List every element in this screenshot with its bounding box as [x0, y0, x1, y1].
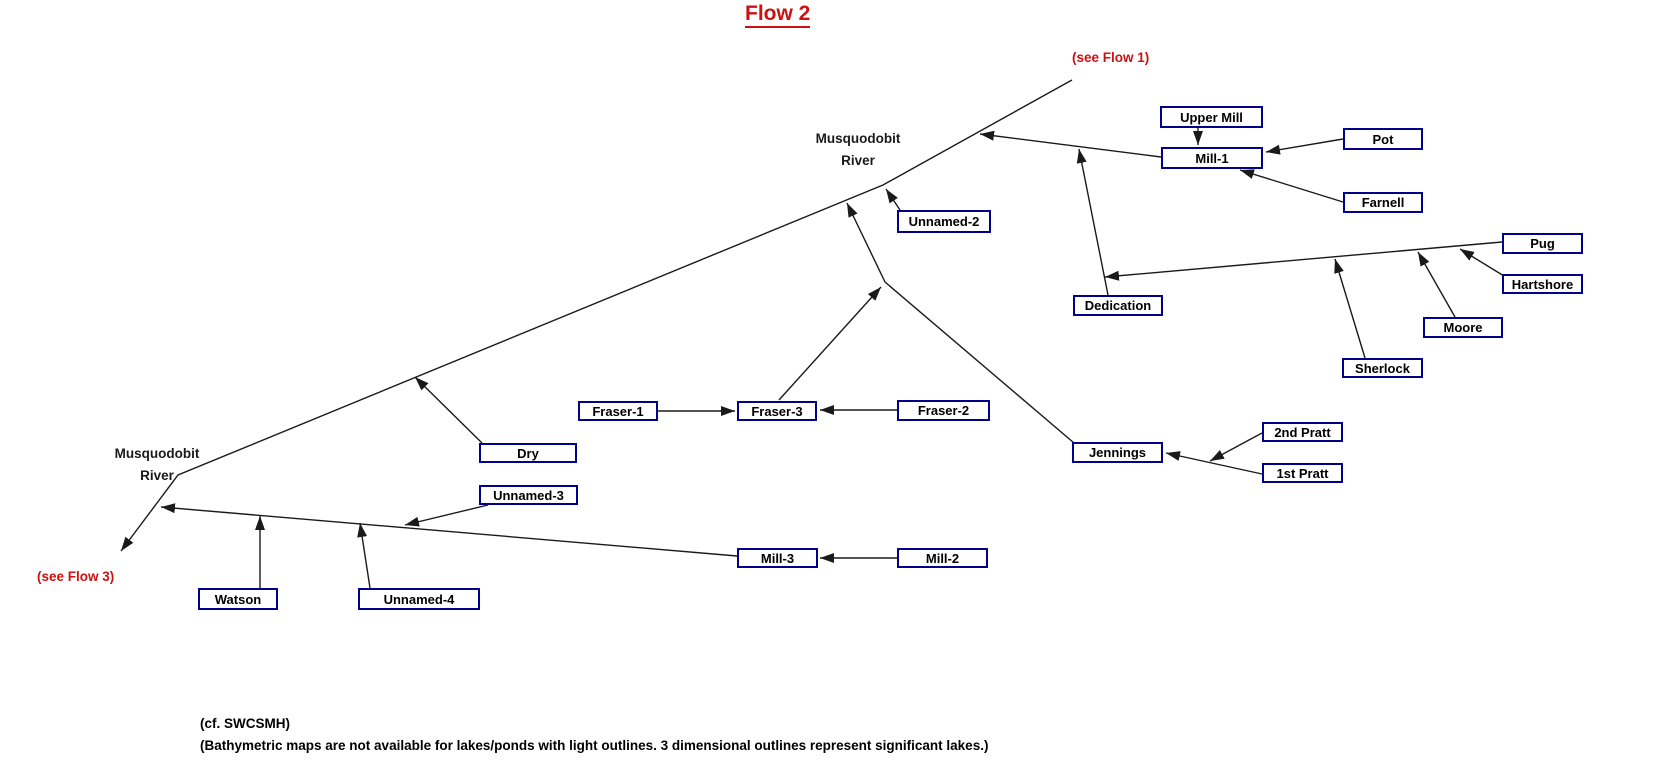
node-mill-3: Mill-3 [737, 548, 818, 568]
node-label: Unnamed-3 [493, 487, 564, 503]
edge-1st-pratt-to-jennings [1165, 451, 1263, 475]
node-moore: Moore [1423, 317, 1503, 338]
node-dedication: Dedication [1073, 295, 1163, 316]
node-label: Mill-2 [925, 550, 960, 566]
node-watson: Watson [198, 588, 278, 610]
node-pot: Pot [1343, 128, 1423, 150]
edge-pot-to-mill1 [1265, 138, 1344, 155]
node-fraser-2: Fraser-2 [897, 400, 990, 421]
edge-dry-to-river [414, 376, 483, 444]
node-label: Unnamed-4 [383, 591, 455, 607]
edge-sherlock-to-pug-chain [1334, 258, 1366, 359]
edge-hartshore-to-pug-chain [1459, 248, 1505, 277]
edge-farnell-to-mill1 [1239, 169, 1344, 203]
edge-lower-stream-to-river [160, 503, 738, 557]
edge-mill1-to-river [979, 130, 1162, 158]
node-label: 1st Pratt [1276, 465, 1329, 481]
node-label: Fraser-2 [917, 403, 970, 418]
node-label: Dry [517, 445, 539, 461]
node-label: Moore [1443, 320, 1483, 335]
node-label: 2nd Pratt [1274, 424, 1331, 440]
node-unnamed-2: Unnamed-2 [897, 210, 991, 233]
node-1st-pratt: 1st Pratt [1262, 463, 1343, 483]
node-label: Fraser-1 [592, 403, 644, 419]
node-sherlock: Sherlock [1342, 358, 1423, 378]
footnote-bathymetric: (Bathymetric maps are not available for … [200, 738, 989, 753]
node-upper-mill: Upper Mill [1160, 106, 1263, 128]
page-title: Flow 2 [745, 2, 811, 29]
edge-jennings-to-branch [884, 281, 1075, 444]
edge-musquodobit-river-main [120, 79, 1073, 552]
river-label-line1: Musquodobit [815, 131, 901, 146]
river-label-line1: Musquodobit [114, 446, 200, 461]
node-mill-1: Mill-1 [1161, 147, 1263, 169]
node-fraser-1: Fraser-1 [578, 401, 658, 421]
see-flow-1-note: (see Flow 1) [1072, 50, 1150, 65]
node-label: Jennings [1088, 445, 1147, 460]
node-2nd-pratt: 2nd Pratt [1262, 422, 1343, 442]
edge-unnamed3-to-lower-stream [404, 504, 489, 527]
node-farnell: Farnell [1343, 192, 1423, 213]
edge-pug-chain [1104, 241, 1503, 281]
edge-fraser3-to-branch [778, 286, 882, 401]
node-unnamed-4: Unnamed-4 [358, 588, 480, 610]
node-label: Mill-3 [760, 550, 795, 566]
node-hartshore: Hartshore [1502, 274, 1583, 294]
node-label: Unnamed-2 [908, 214, 980, 229]
node-label: Sherlock [1355, 360, 1410, 376]
node-label: Pug [1530, 236, 1555, 251]
node-pug: Pug [1502, 233, 1583, 254]
edge-unnamed2-to-river [885, 188, 901, 211]
node-label: Hartshore [1511, 276, 1574, 292]
node-label: Watson [214, 591, 262, 607]
see-flow-3-note: (see Flow 3) [37, 569, 115, 584]
node-label: Fraser-3 [751, 403, 803, 419]
node-mill-2: Mill-2 [897, 548, 988, 568]
node-unnamed-3: Unnamed-3 [479, 485, 578, 505]
node-dry: Dry [479, 443, 577, 463]
node-label: Mill-1 [1195, 150, 1229, 166]
edge-moore-to-pug-chain [1417, 251, 1456, 318]
node-label: Dedication [1084, 298, 1152, 313]
footnote-cf: (cf. SWCSMH) [200, 716, 290, 731]
river-label-line2: River [140, 468, 174, 483]
node-jennings: Jennings [1072, 442, 1163, 463]
edge-branch-to-river [846, 202, 886, 283]
edge-unnamed4-to-lower-stream [357, 522, 371, 589]
edge-dedication-outflow [1076, 148, 1109, 296]
edge-2nd-pratt-outflow [1209, 432, 1263, 462]
node-fraser-3: Fraser-3 [737, 401, 817, 421]
river-label-line2: River [841, 153, 875, 168]
node-label: Pot [1372, 131, 1394, 147]
node-label: Upper Mill [1180, 109, 1243, 125]
node-label: Farnell [1361, 195, 1405, 210]
